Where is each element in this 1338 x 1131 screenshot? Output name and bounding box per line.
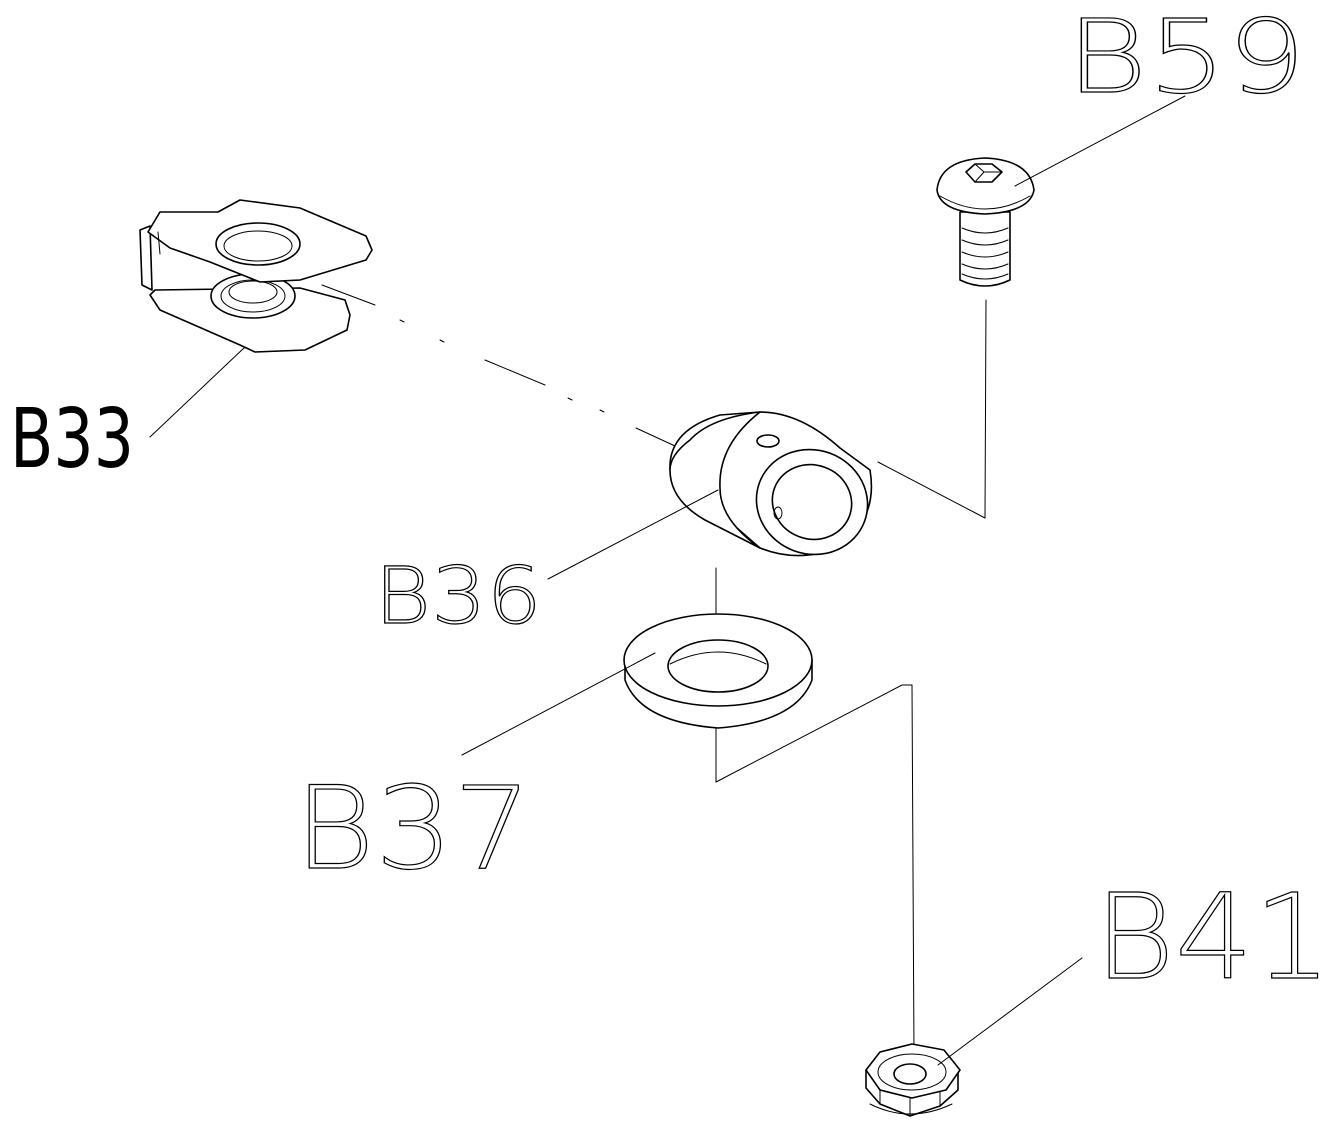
spacer-b36: [669, 411, 873, 557]
leader-b41: [937, 957, 1083, 1066]
leader-b37: [461, 652, 656, 756]
leader-b33: [149, 346, 246, 438]
label-b41: B41: [1094, 868, 1332, 1006]
screw-b59: [936, 157, 1035, 287]
leader-lines: [149, 95, 1186, 1066]
leader-b59: [1014, 95, 1186, 187]
u-nut-b33: [139, 199, 373, 353]
label-b33: B33: [10, 392, 134, 487]
washer-b37: [623, 613, 813, 729]
label-b59: B59: [1066, 0, 1306, 117]
leader-b36: [547, 489, 719, 580]
nut-b41: [865, 1043, 961, 1117]
label-b36: B36: [374, 552, 542, 642]
label-b37: B37: [294, 762, 532, 895]
